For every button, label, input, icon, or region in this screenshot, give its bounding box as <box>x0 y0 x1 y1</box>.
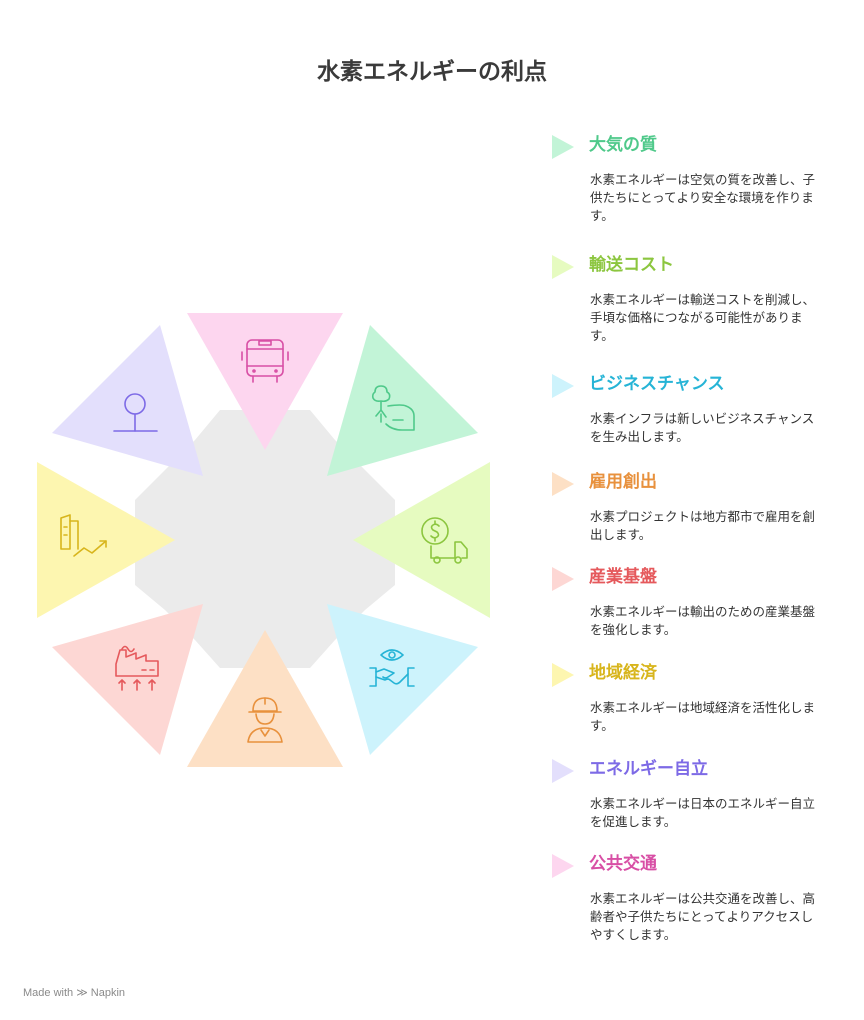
triangle-marker-icon <box>552 374 574 398</box>
segment-local-economy[interactable] <box>37 462 175 618</box>
triangle-marker-icon <box>552 135 574 159</box>
benefit-heading: 大気の質 <box>589 135 657 155</box>
triangle-marker-icon <box>552 663 574 687</box>
benefit-heading: 雇用創出 <box>589 472 657 492</box>
triangle-marker-icon <box>552 255 574 279</box>
benefit-description: 水素インフラは新しいビジネスチャンスを生み出します。 <box>590 411 815 444</box>
triangle-marker-icon <box>552 854 574 878</box>
benefit-description: 水素エネルギーは空気の質を改善し、子供たちにとってより安全な環境を作ります。 <box>590 172 816 223</box>
benefit-heading: 輸送コスト <box>589 255 674 275</box>
triangle-marker-icon <box>552 472 574 496</box>
benefit-heading: 産業基盤 <box>589 567 657 587</box>
benefit-heading: 公共交通 <box>589 854 657 874</box>
benefit-description: 水素エネルギーは輸出のための産業基盤を強化します。 <box>590 604 816 637</box>
eye-handshake-icon <box>369 649 415 687</box>
benefit-description: 水素プロジェクトは地方都市で雇用を創出します。 <box>590 509 816 542</box>
benefit-heading: 地域経済 <box>589 663 657 683</box>
benefit-description: 水素エネルギーは地域経済を活性化します。 <box>590 700 816 733</box>
benefit-description: 水素エネルギーは公共交通を改善し、高齢者や子供たちにとってよりアクセスしやすくし… <box>590 891 816 942</box>
bus-icon <box>241 339 289 383</box>
benefit-heading: ビジネスチャンス <box>589 374 725 394</box>
pin-icon <box>113 393 158 432</box>
segment-public-transport[interactable] <box>187 313 343 450</box>
segment-energy-independence[interactable] <box>52 325 203 476</box>
page-title: 水素エネルギーの利点 <box>317 59 547 85</box>
napkin-credit: Made with ≫ Napkin <box>23 987 126 999</box>
segment-transport-cost[interactable] <box>353 462 490 618</box>
triangle-marker-icon <box>552 567 574 591</box>
building-growth-icon <box>60 514 107 557</box>
segment-industry[interactable] <box>52 604 203 755</box>
factory-icon <box>115 645 159 691</box>
benefit-description: 水素エネルギーは日本のエネルギー自立を促進します。 <box>590 796 816 829</box>
worker-icon <box>247 697 283 743</box>
benefit-heading: エネルギー自立 <box>589 759 708 779</box>
segment-air-quality[interactable] <box>327 325 478 476</box>
money-truck-icon <box>421 517 468 564</box>
triangle-marker-icon <box>552 759 574 783</box>
root-hand-icon <box>371 385 415 431</box>
benefit-description: 水素エネルギーは輸送コストを削減し、手頃な価格につながる可能性があります。 <box>590 292 816 343</box>
